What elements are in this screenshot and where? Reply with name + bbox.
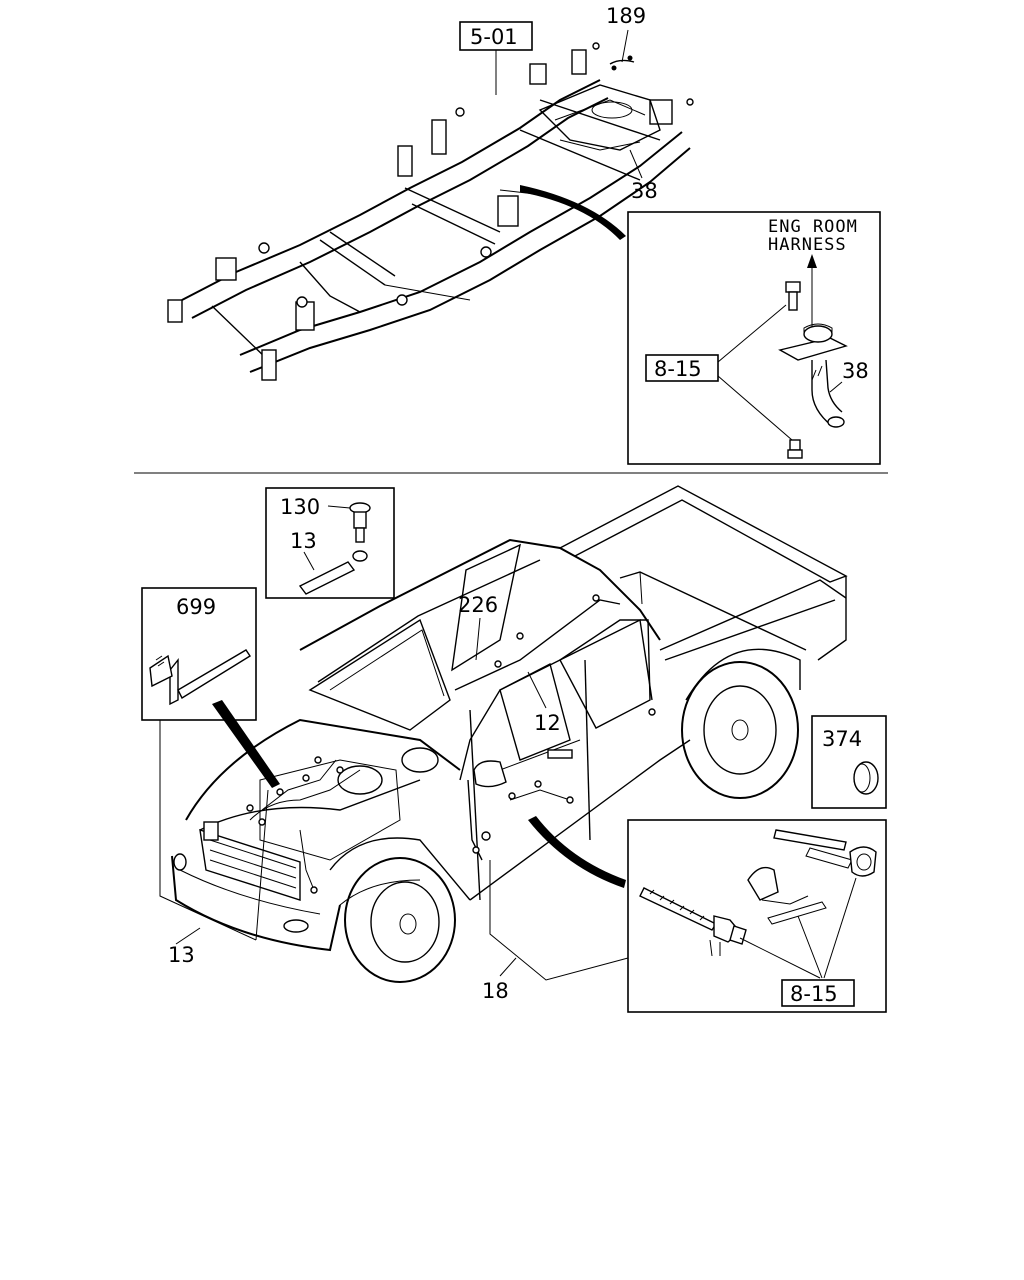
- callout-374-label: 374: [822, 727, 862, 751]
- callout-38-frame: 38: [629, 149, 658, 203]
- inset-ref-box-8-15-label: 8-15: [654, 357, 702, 381]
- ref-box-5-01-label: 5-01: [470, 25, 518, 49]
- callout-189-label: 189: [606, 4, 646, 28]
- chassis-frame-drawing: [167, 42, 694, 381]
- callout-38-frame-label: 38: [631, 179, 658, 203]
- ref-box-5-01: 5-01: [459, 21, 533, 95]
- inset-bolt-130: 130 13: [265, 487, 395, 599]
- callout-226-label: 226: [458, 593, 498, 617]
- callout-699-label: 699: [176, 595, 216, 619]
- callout-13-box-label: 13: [290, 529, 317, 553]
- callout-18: 18: [482, 816, 629, 1003]
- inset-plug-374: 374: [811, 715, 887, 809]
- inset-callout-38-label: 38: [842, 359, 869, 383]
- inset-clips: 8-15: [627, 819, 887, 1013]
- callout-12-label: 12: [534, 711, 561, 735]
- callout-13-main: 13: [159, 720, 269, 967]
- callout-12: 12: [527, 671, 561, 735]
- pickup-truck-drawing: [171, 485, 848, 983]
- callout-226: 226: [458, 593, 498, 661]
- callout-13-main-label: 13: [168, 943, 195, 967]
- inset-eng-room-harness: ENG ROOM HARNESS 8-15 38: [627, 211, 881, 465]
- inset-clip-699: 699: [141, 587, 280, 788]
- callout-130-label: 130: [280, 495, 320, 519]
- callout-189: 189: [606, 4, 646, 71]
- inset-clips-ref-box-8-15-label: 8-15: [790, 982, 838, 1006]
- callout-18-label: 18: [482, 979, 509, 1003]
- inset-title-line1: ENG ROOM: [768, 217, 858, 237]
- inset-title-line2: HARNESS: [768, 235, 847, 255]
